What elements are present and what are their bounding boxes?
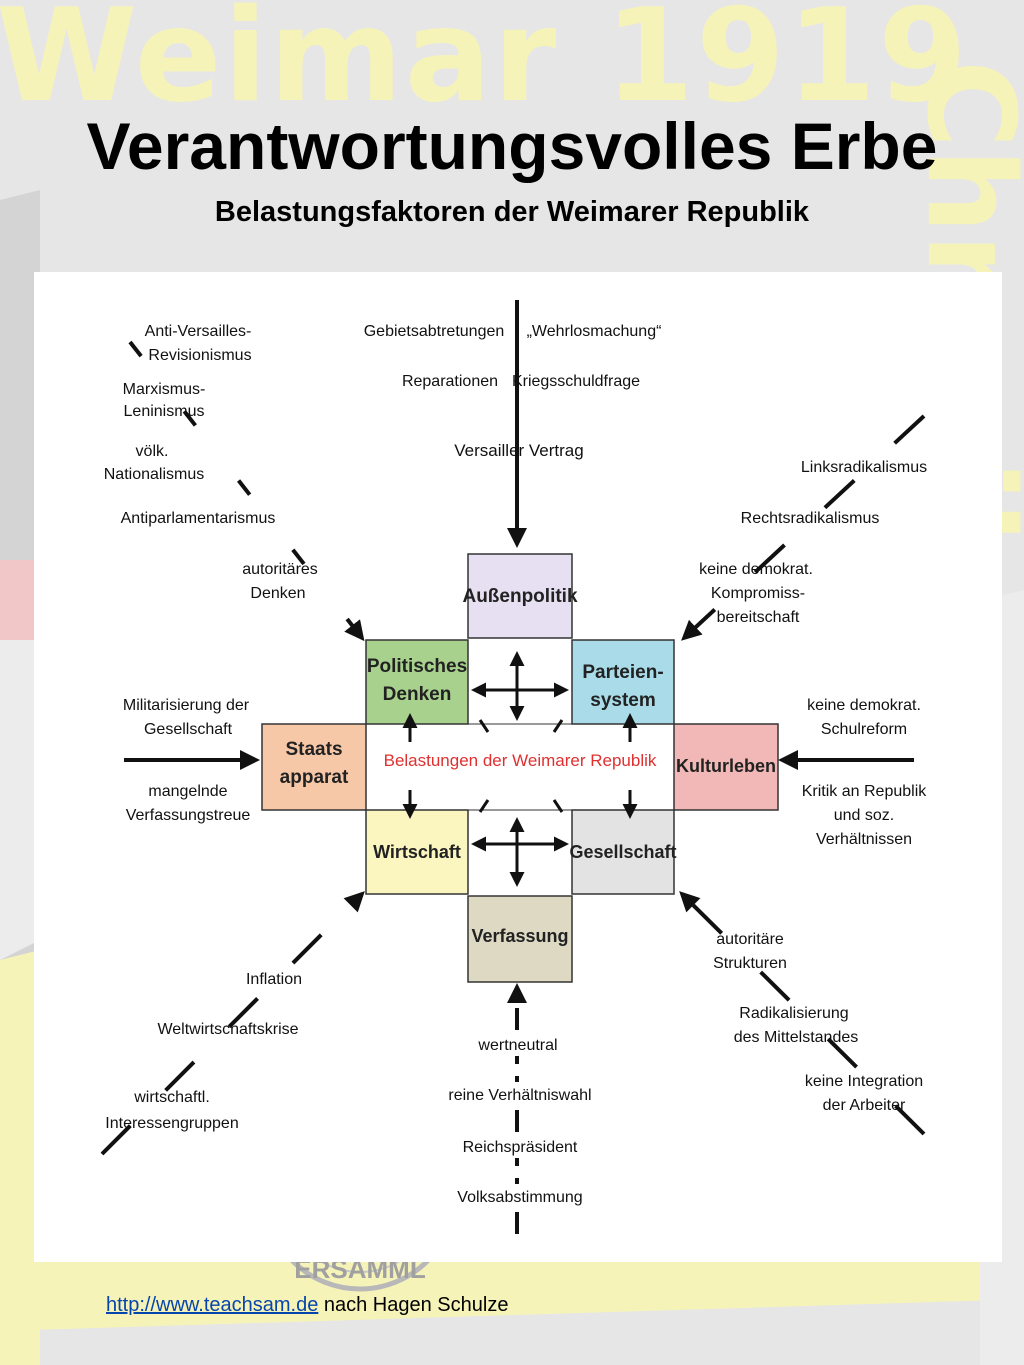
label-verhaeltnissen: Verhältnissen: [816, 831, 912, 848]
label-bereitschaft: bereitschaft: [717, 609, 800, 626]
box-staatsapparat-label-1: Staats: [285, 739, 342, 760]
label-radikalisierung: Radikalisierung: [739, 1005, 848, 1022]
label-kompromiss: Kompromiss-: [711, 585, 805, 602]
box-parteiensystem-label-2: system: [590, 690, 656, 711]
label-keine-demokrat-1: keine demokrat.: [699, 561, 813, 578]
box-aussenpolitik-label: Außenpolitik: [462, 586, 577, 607]
box-kulturleben: [673, 723, 779, 811]
footer-link[interactable]: http://www.teachsam.de: [106, 1294, 319, 1316]
axis-lines: [100, 300, 926, 1234]
label-keine-integration: keine Integration: [805, 1073, 923, 1090]
label-strukturen: Strukturen: [713, 955, 787, 972]
box-staatsapparat-label-2: apparat: [280, 767, 349, 788]
label-autoritaeres: autoritäres: [242, 561, 318, 578]
footer-credit: http://www.teachsam.de nach Hagen Schulz…: [106, 1294, 508, 1317]
label-keine-demokrat-2: keine demokrat.: [807, 697, 921, 714]
label-denken: Denken: [250, 585, 305, 602]
label-wirtschaftl: wirtschaftl.: [133, 1089, 210, 1106]
label-weltwirtschaftskrise: Weltwirtschaftskrise: [157, 1021, 298, 1038]
box-politisches-denken-label-2: Denken: [383, 684, 452, 705]
label-gebietsabtretungen: Gebietsabtretungen: [364, 323, 505, 340]
label-wertneutral: wertneutral: [477, 1037, 557, 1054]
label-leninismus: Leninismus: [124, 403, 205, 420]
label-anti-versailles: Anti-Versailles-: [145, 323, 252, 340]
background-watermark-weimar: Weimar 1919: [0, 0, 969, 131]
label-des-mittelstandes: des Mittelstandes: [734, 1029, 859, 1046]
box-parteiensystem-label-1: Parteien-: [582, 662, 663, 683]
label-kritik-an-republik: Kritik an Republik: [802, 783, 928, 800]
box-politisches-denken: [365, 639, 469, 725]
label-versailler-vertrag: Versailler Vertrag: [454, 441, 583, 460]
arrow-top-left: [128, 340, 365, 642]
center-label: Belastungen der Weimarer Republik: [384, 751, 657, 770]
label-marxismus: Marxismus-: [123, 381, 206, 398]
box-kulturleben-label: Kulturleben: [676, 756, 776, 776]
footer-text: nach Hagen Schulze: [318, 1294, 509, 1316]
label-kriegsschuldfrage: Kriegsschuldfrage: [512, 373, 640, 390]
diagram-panel: Außenpolitik Politisches Denken Parteien…: [34, 272, 1002, 1262]
box-aussenpolitik: [467, 553, 573, 639]
bottom-label-backgrounds: [454, 1032, 588, 1208]
box-staatsapparat: [261, 723, 367, 811]
diagram-boxes: Außenpolitik Politisches Denken Parteien…: [261, 553, 779, 983]
page-subtitle: Belastungsfaktoren der Weimarer Republik: [214, 196, 810, 228]
label-militarisierung: Militarisierung der: [123, 697, 250, 714]
label-der-arbeiter: der Arbeiter: [823, 1097, 906, 1114]
center-box: [365, 723, 675, 811]
label-verfassungstreue: Verfassungstreue: [126, 807, 251, 824]
label-mangelnde: mangelnde: [148, 783, 227, 800]
label-voelk: völk.: [136, 443, 169, 460]
label-antiparlamentarismus: Antiparlamentarismus: [121, 510, 276, 527]
label-revisionismus: Revisionismus: [148, 347, 251, 364]
arrow-top-right: [681, 414, 926, 641]
box-wirtschaft: [365, 809, 469, 895]
label-gesellschaft-left: Gesellschaft: [144, 721, 233, 738]
label-interessengruppen: Interessengruppen: [105, 1115, 238, 1132]
diagram-svg: Außenpolitik Politisches Denken Parteien…: [100, 300, 927, 1234]
inner-arrows: [402, 651, 638, 887]
label-inflation: Inflation: [246, 971, 302, 988]
label-wehrlosmachung: „Wehrlosmachung“: [527, 323, 662, 340]
label-reine-verhaeltniswahl: reine Verhältniswahl: [448, 1087, 591, 1104]
label-linksradikalismus: Linksradikalismus: [801, 459, 927, 476]
label-volksabstimmung: Volksabstimmung: [457, 1189, 582, 1206]
label-und-soz: und soz.: [834, 807, 894, 824]
label-reichspraesident: Reichspräsident: [463, 1139, 578, 1156]
arrow-bottom-left: [100, 891, 365, 1156]
box-wirtschaft-label: Wirtschaft: [373, 842, 461, 862]
label-nationalismus: Nationalismus: [104, 466, 204, 483]
box-verfassung-label: Verfassung: [471, 926, 568, 946]
label-reparationen: Reparationen: [402, 373, 498, 390]
label-schulreform: Schulreform: [821, 721, 907, 738]
outer-labels: Gebietsabtretungen „Wehrlosmachung“ Repa…: [104, 323, 927, 1208]
label-rechtsradikalismus: Rechtsradikalismus: [741, 510, 880, 527]
box-politisches-denken-label-1: Politisches: [367, 656, 467, 677]
box-verfassung: [467, 895, 573, 983]
box-gesellschaft-label: Gesellschaft: [569, 842, 676, 862]
label-autoritaere: autoritäre: [716, 931, 784, 948]
box-gesellschaft: [571, 809, 675, 895]
page-title: Verantwortungsvolles Erbe: [86, 109, 938, 183]
box-parteiensystem: [571, 639, 675, 725]
